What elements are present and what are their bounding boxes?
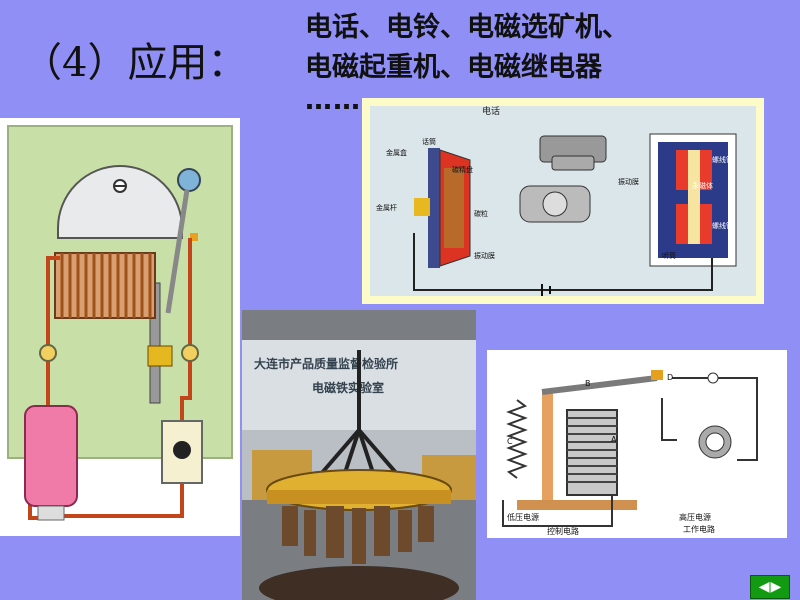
electromagnetic-relay-diagram: B A C D 低压电源 控制电路 高压电源 工作电路 — [487, 350, 787, 538]
svg-text:金属盒: 金属盒 — [386, 148, 407, 157]
svg-text:工作电路: 工作电路 — [683, 524, 715, 534]
electric-bell-diagram — [0, 118, 240, 536]
phone-title: 电话 — [482, 105, 500, 117]
slide-nav: ◀ ▶ — [750, 575, 790, 599]
svg-text:低压电源: 低压电源 — [507, 512, 539, 522]
applications-ellipsis: …… — [305, 85, 361, 116]
svg-text:振动膜: 振动膜 — [474, 251, 495, 260]
svg-text:C: C — [507, 437, 513, 446]
crane-sign-line-1: 大连市产品质量监督检验所 — [254, 356, 398, 371]
electric-bell-illustration — [7, 125, 233, 521]
telephone-illustration: 电话 话筒 金属盒 碳精盘 金属杆 碳粒 振动膜 听筒 螺线管 永磁体 螺 — [370, 105, 756, 296]
svg-text:A: A — [611, 435, 617, 444]
svg-text:碳粒: 碳粒 — [474, 209, 488, 218]
relay-illustration: B A C D 低压电源 控制电路 高压电源 工作电路 — [495, 356, 779, 536]
svg-text:高压电源: 高压电源 — [679, 512, 711, 522]
crane-sign-line-2: 电磁铁实验室 — [312, 380, 384, 395]
telephone-diagram: 电话 话筒 金属盒 碳精盘 金属杆 碳粒 振动膜 听筒 螺线管 永磁体 螺 — [362, 98, 764, 304]
crane-photo-illustration: 大连市产品质量监督检验所 电磁铁实验室 — [242, 310, 476, 600]
next-slide-icon[interactable]: ▶ — [770, 579, 782, 595]
battery — [24, 405, 78, 507]
svg-text:B: B — [585, 379, 591, 388]
svg-text:永磁体: 永磁体 — [692, 181, 713, 190]
svg-text:金属杆: 金属杆 — [376, 203, 397, 212]
lamp-icon — [707, 372, 719, 384]
svg-text:控制电路: 控制电路 — [547, 526, 579, 536]
applications-line-2: 电磁起重机、电磁继电器 — [305, 52, 602, 83]
desk-phone-icon — [519, 135, 607, 223]
svg-text:听筒: 听筒 — [662, 251, 676, 260]
svg-text:D: D — [667, 373, 673, 382]
svg-text:话筒: 话筒 — [422, 137, 436, 146]
svg-text:振动膜: 振动膜 — [618, 177, 639, 186]
applications-line-1: 电话、电铃、电磁选矿机、 — [305, 12, 629, 43]
section-heading: （4）应用： — [22, 40, 248, 86]
svg-text:碳精盘: 碳精盘 — [452, 165, 473, 174]
hammer-ball — [177, 168, 201, 192]
applications-list: 电话、电铃、电磁选矿机、 电磁起重机、电磁继电器 …… — [305, 8, 629, 114]
svg-text:螺线管: 螺线管 — [712, 221, 733, 230]
svg-text:螺线管: 螺线管 — [712, 155, 733, 164]
electromagnetic-crane-photo: 大连市产品质量监督检验所 电磁铁实验室 — [242, 310, 476, 600]
prev-slide-icon[interactable]: ◀ — [758, 579, 770, 595]
